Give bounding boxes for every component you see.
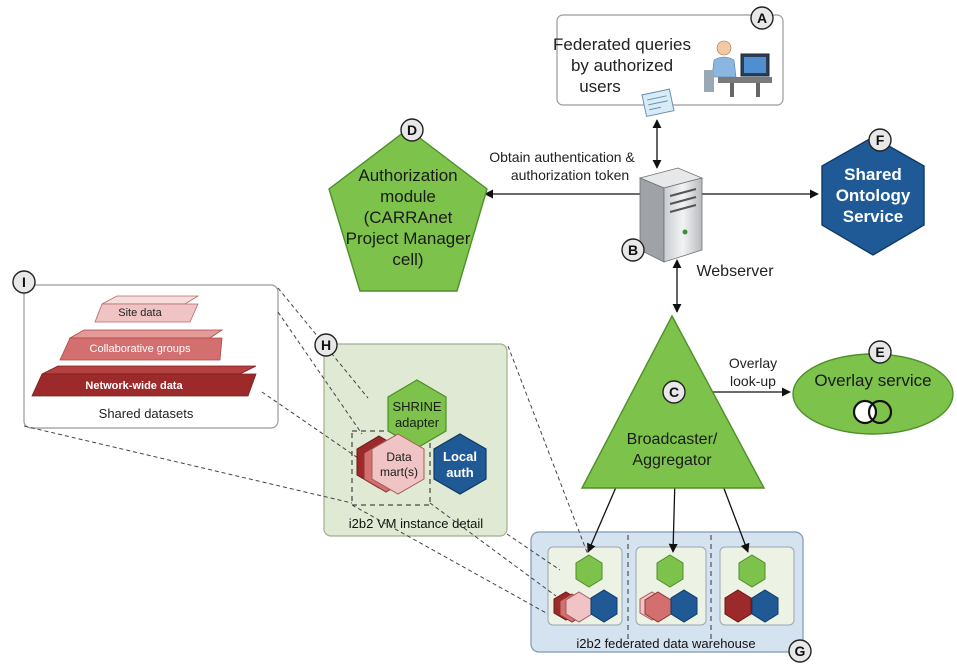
badge-f: F: [868, 128, 892, 152]
layer-network-wide-data: Network-wide data: [85, 380, 183, 392]
svg-text:C: C: [669, 384, 679, 400]
svg-text:F: F: [876, 132, 885, 148]
broadcaster-line-2: Aggregator: [632, 452, 712, 469]
svg-text:D: D: [407, 122, 417, 138]
svg-text:H: H: [321, 337, 331, 353]
svg-text:A: A: [757, 10, 767, 26]
vm-instance-caption: i2b2 VM instance detail: [349, 516, 484, 531]
badge-c: C: [662, 380, 686, 404]
query-document-icon: [641, 88, 675, 118]
badge-d: D: [400, 118, 424, 142]
ontology-line-3: Service: [843, 207, 904, 226]
warehouse-caption: i2b2 federated data warehouse: [576, 636, 755, 651]
svg-text:I: I: [22, 274, 26, 290]
token-label-line-1: Obtain authentication &: [489, 149, 635, 165]
svg-text:G: G: [795, 643, 806, 659]
overlay-service-label: Overlay service: [814, 371, 931, 390]
users-line-2: by authorized: [571, 56, 673, 75]
user-at-computer-icon: [704, 40, 772, 97]
svg-text:B: B: [628, 242, 638, 258]
auth-line-2: module: [380, 187, 436, 206]
badge-e: E: [868, 340, 892, 364]
token-label-line-2: authorization token: [511, 167, 629, 183]
authorization-module: Authorization module (CARRAnet Project M…: [328, 128, 488, 292]
shared-datasets-panel: Site data Collaborative groups Network-w…: [23, 284, 279, 429]
users-box: Federated queries by authorized users: [553, 14, 784, 106]
warehouse-instance-1: [553, 554, 618, 623]
webserver-label: Webserver: [696, 263, 774, 280]
users-line-1: Federated queries: [553, 35, 691, 54]
ontology-line-1: Shared: [844, 165, 902, 184]
badge-g: G: [788, 639, 812, 663]
badge-a: A: [750, 6, 774, 30]
badge-i: I: [12, 270, 36, 294]
layer-collaborative-groups: Collaborative groups: [90, 343, 191, 355]
vm-shapes: SHRINE adapter Data mart(s) Local auth: [356, 379, 487, 495]
shrine-line-1: SHRINE: [392, 399, 441, 414]
server-tower-icon: [638, 167, 704, 263]
datamart-front-hexagon: [371, 433, 425, 495]
ontology-line-2: Ontology: [836, 186, 911, 205]
local-auth-hexagon: [433, 433, 487, 495]
badge-h: H: [314, 333, 338, 357]
overlapping-circles-icon: [852, 399, 893, 425]
datamart-line-2: mart(s): [380, 465, 418, 479]
auth-line-4: Project Manager: [346, 229, 471, 248]
warehouse-instance-3: [724, 554, 779, 623]
overlay-lookup-line-1: Overlay: [729, 355, 777, 371]
layer-site-data: Site data: [118, 307, 162, 319]
local-auth-line-1: Local: [443, 449, 477, 464]
shared-datasets-caption: Shared datasets: [99, 406, 194, 421]
svg-text:E: E: [875, 344, 884, 360]
overlay-service: Overlay service: [792, 353, 954, 435]
connectors: [484, 119, 819, 553]
shared-ontology-service: Shared Ontology Service: [821, 136, 925, 256]
shrine-line-2: adapter: [395, 415, 440, 430]
users-line-3: users: [579, 77, 621, 96]
datamart-line-1: Data: [386, 450, 412, 464]
broadcaster-line-1: Broadcaster/: [627, 431, 718, 448]
auth-line-1: Authorization: [358, 166, 457, 185]
overlay-lookup-line-2: look-up: [730, 373, 776, 389]
warehouse-instance-2: [639, 554, 698, 623]
local-auth-line-2: auth: [446, 465, 474, 480]
auth-line-5: cell): [392, 250, 423, 269]
badge-b: B: [621, 238, 645, 262]
auth-line-3: (CARRAnet: [364, 208, 453, 227]
